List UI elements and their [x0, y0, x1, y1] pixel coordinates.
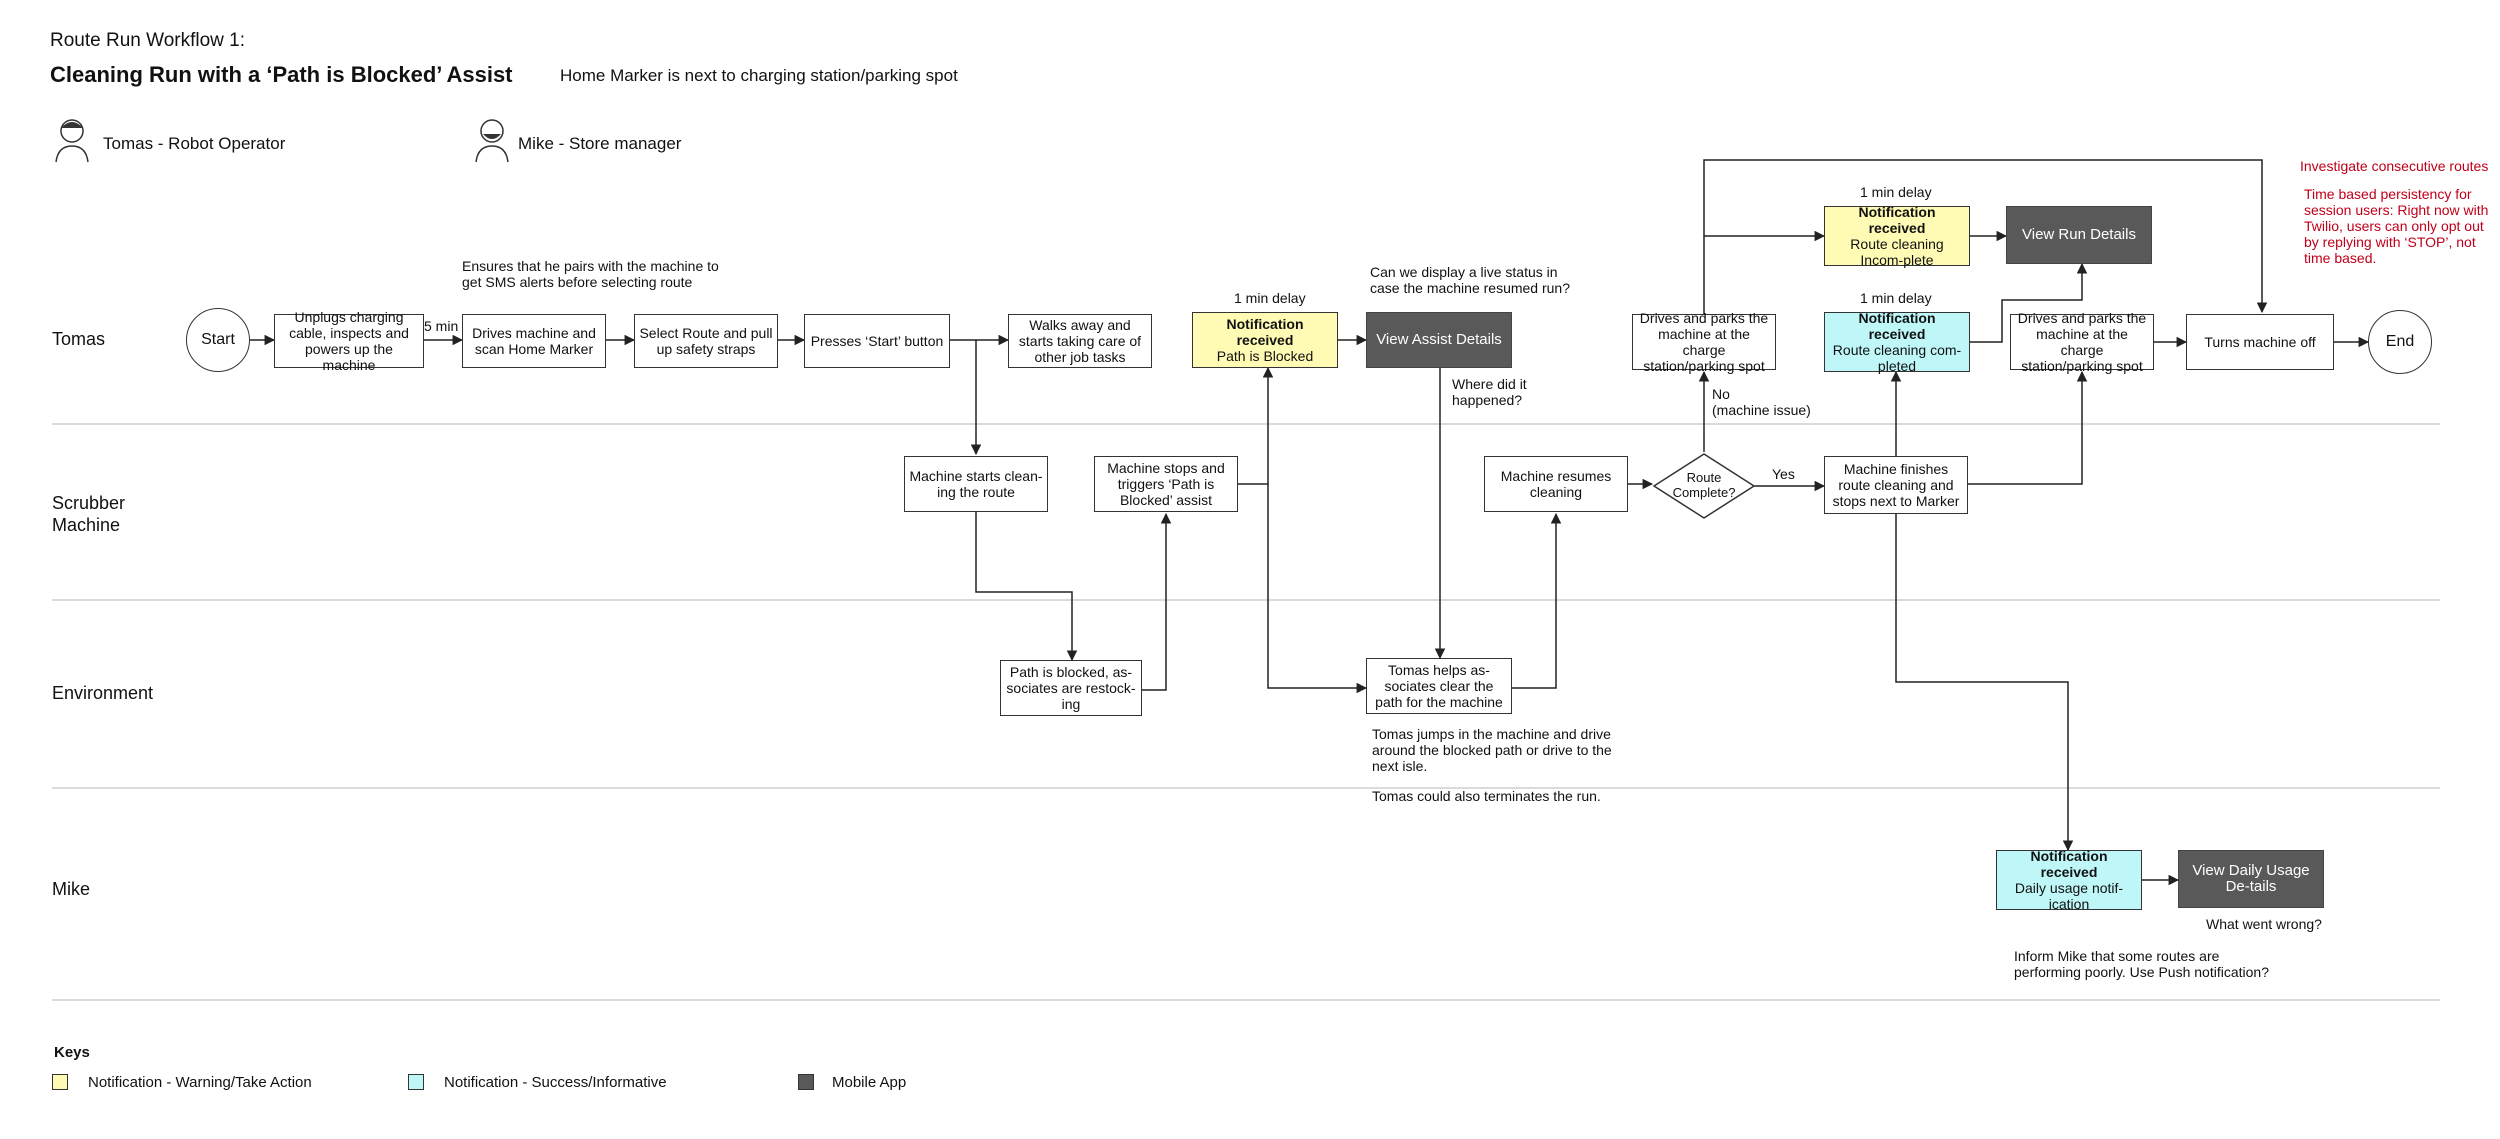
workflow-title: Route Run Workflow 1: — [50, 30, 246, 51]
key-warning-swatch — [52, 1074, 68, 1090]
live-status-note: Can we display a live status in case the… — [1370, 264, 1570, 296]
tomas-terminates-note: Tomas could also terminates the run. — [1372, 788, 1601, 804]
keys-title: Keys — [54, 1044, 90, 1061]
key-success-label: Notification - Success/Informative — [444, 1074, 667, 1091]
what-wrong-note: What went wrong? — [2206, 916, 2322, 932]
view-assist-details-button[interactable]: View Assist Details — [1366, 312, 1512, 368]
notification-incomplete: Notification received Route cleaning Inc… — [1824, 204, 1970, 268]
key-app-swatch — [798, 1074, 814, 1090]
drives-parks-step-2: Drives and parks the machine at the char… — [2010, 310, 2154, 374]
route-complete-decision: Route Complete? — [1672, 470, 1736, 500]
presses-start-step: Presses ‘Start’ button — [804, 314, 950, 368]
end-node: End — [2368, 310, 2432, 374]
delay-label: 1 min delay — [1860, 290, 1932, 306]
machine-resumes-step: Machine resumes cleaning — [1484, 456, 1628, 512]
persona-mike-label: Mike - Store manager — [518, 134, 682, 153]
lane-label-scrubber: Scrubber Machine — [52, 493, 126, 535]
machine-finishes-step: Machine finishes route cleaning and stop… — [1824, 456, 1968, 514]
drives-parks-step-1: Drives and parks the machine at the char… — [1632, 310, 1776, 374]
machine-starts-step: Machine starts clean-ing the route — [904, 456, 1048, 512]
notification-title: Notification received — [1858, 204, 1936, 236]
start-node: Start — [186, 308, 250, 372]
notification-title: Notification received — [1858, 310, 1936, 342]
tomas-helps-step: Tomas helps as-sociates clear the path f… — [1366, 658, 1512, 714]
key-success-swatch — [408, 1074, 424, 1090]
walks-away-step: Walks away and starts taking care of oth… — [1008, 314, 1152, 368]
lane-label-mike: Mike — [52, 879, 91, 899]
tomas-jumps-note: Tomas jumps in the machine and drive aro… — [1372, 726, 1612, 774]
notification-body: Daily usage notif-ication — [2014, 880, 2124, 912]
investigate-note: Investigate consecutive routes — [2300, 158, 2489, 174]
where-happened-note: Where did it happened? — [1452, 376, 1527, 408]
time-based-note: Time based persistency for session users… — [2304, 186, 2489, 266]
persona-tomas-label: Tomas - Robot Operator — [103, 134, 286, 153]
unplugs-step: Unplugs charging cable, inspects and pow… — [274, 309, 424, 373]
no-label: No (machine issue) — [1712, 386, 1811, 418]
person-avatar-icon — [55, 119, 89, 163]
lane-label-environment: Environment — [52, 683, 154, 703]
machine-stops-step: Machine stops and triggers ‘Path is Bloc… — [1094, 456, 1238, 512]
key-warning-label: Notification - Warning/Take Action — [88, 1074, 312, 1091]
page-subtitle: Home Marker is next to charging station/… — [560, 66, 958, 85]
view-run-details-button[interactable]: View Run Details — [2006, 206, 2152, 264]
page-title: Cleaning Run with a ‘Path is Blocked’ As… — [50, 62, 513, 87]
yes-label: Yes — [1772, 466, 1795, 482]
notification-daily-usage: Notification received Daily usage notif-… — [1996, 848, 2142, 912]
delay-label: 1 min delay — [1860, 184, 1932, 200]
notification-body: Path is Blocked — [1216, 348, 1314, 364]
pairs-sms-note: Ensures that he pairs with the machine t… — [462, 258, 719, 290]
notification-body: Route cleaning Incom-plete — [1850, 236, 1944, 268]
select-route-step: Select Route and pull up safety straps — [634, 314, 778, 368]
inform-mike-note: Inform Mike that some routes are perform… — [2014, 948, 2269, 980]
key-app-label: Mobile App — [832, 1074, 907, 1091]
turns-off-step: Turns machine off — [2186, 314, 2334, 370]
route-complete-diamond — [1652, 453, 1756, 519]
person-avatar-icon — [475, 119, 509, 163]
notification-title: Notification received — [1226, 316, 1304, 348]
drives-scan-step: Drives machine and scan Home Marker — [462, 314, 606, 368]
notification-title: Notification received — [2030, 848, 2108, 880]
notification-blocked: Notification received Path is Blocked — [1192, 312, 1338, 368]
notification-completed: Notification received Route cleaning com… — [1824, 310, 1970, 374]
notification-body: Route cleaning com-pleted — [1832, 342, 1962, 374]
delay-label: 1 min delay — [1234, 290, 1306, 306]
path-blocked-step: Path is blocked, as-sociates are restock… — [1000, 660, 1142, 716]
lane-separators — [52, 423, 2440, 1001]
view-daily-usage-button[interactable]: View Daily Usage De-tails — [2178, 850, 2324, 908]
lane-label-tomas: Tomas — [52, 329, 106, 349]
five-min-label: 5 min — [424, 318, 459, 334]
